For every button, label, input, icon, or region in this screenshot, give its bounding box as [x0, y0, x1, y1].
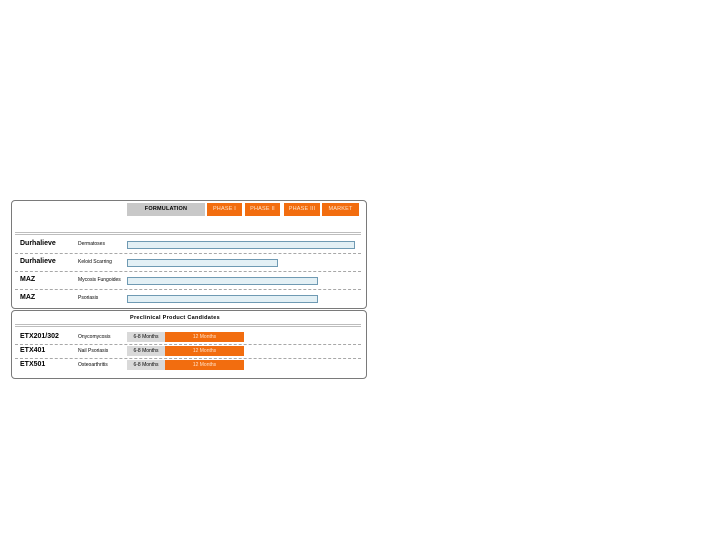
- preclinical-drug-name: ETX201/302: [20, 333, 59, 340]
- preclinical-segment-early: 6-8 Months: [127, 360, 165, 370]
- pipeline-bar: [127, 259, 279, 267]
- preclinical-indication: Osteoarthritis: [78, 362, 108, 368]
- pipeline-drug-name: Durhalieve: [20, 258, 56, 265]
- pipeline-drug-name: MAZ: [20, 294, 36, 301]
- pipeline-bar: [127, 295, 319, 303]
- phase-header-formulation: FORMULATION: [127, 203, 205, 216]
- pipeline-panel: [11, 200, 367, 309]
- header-divider: [15, 232, 361, 235]
- pipeline-indication: Psoriasis: [78, 295, 99, 301]
- preclinical-drug-name: ETX401: [20, 347, 46, 354]
- preclinical-segment-late: 12 Months: [165, 360, 244, 370]
- row-divider: [15, 253, 361, 254]
- row-divider: [15, 344, 361, 345]
- phase-header-market: MARKET: [322, 203, 359, 216]
- preclinical-drug-name: ETX501: [20, 361, 46, 368]
- preclinical-indication: Onycomycosis: [78, 334, 111, 340]
- row-divider: [15, 289, 361, 290]
- preclinical-segment-late: 12 Months: [165, 346, 244, 356]
- row-divider: [15, 358, 361, 359]
- pipeline-bar: [127, 277, 319, 285]
- pipeline-indication: Mycosis Fungoides: [78, 277, 121, 283]
- pipeline-indication: Keloid Scarring: [78, 259, 112, 265]
- pipeline-indication: Dermatoses: [78, 241, 105, 247]
- pipeline-drug-name: Durhalieve: [20, 240, 56, 247]
- preclinical-divider: [15, 324, 361, 327]
- pipeline-bar: [127, 241, 356, 249]
- preclinical-indication: Nail Psoriasis: [78, 348, 109, 354]
- preclinical-segment-early: 6-8 Months: [127, 346, 165, 356]
- phase-header-phase-iii: PHASE III: [284, 203, 320, 216]
- phase-header-phase-i: PHASE I: [207, 203, 242, 216]
- pipeline-drug-name: MAZ: [20, 276, 36, 283]
- preclinical-segment-late: 12 Months: [165, 332, 244, 342]
- preclinical-title: Preclinical Product Candidates: [130, 315, 220, 321]
- preclinical-segment-early: 6-8 Months: [127, 332, 165, 342]
- row-divider: [15, 271, 361, 272]
- phase-header-phase-ii: PHASE II: [245, 203, 280, 216]
